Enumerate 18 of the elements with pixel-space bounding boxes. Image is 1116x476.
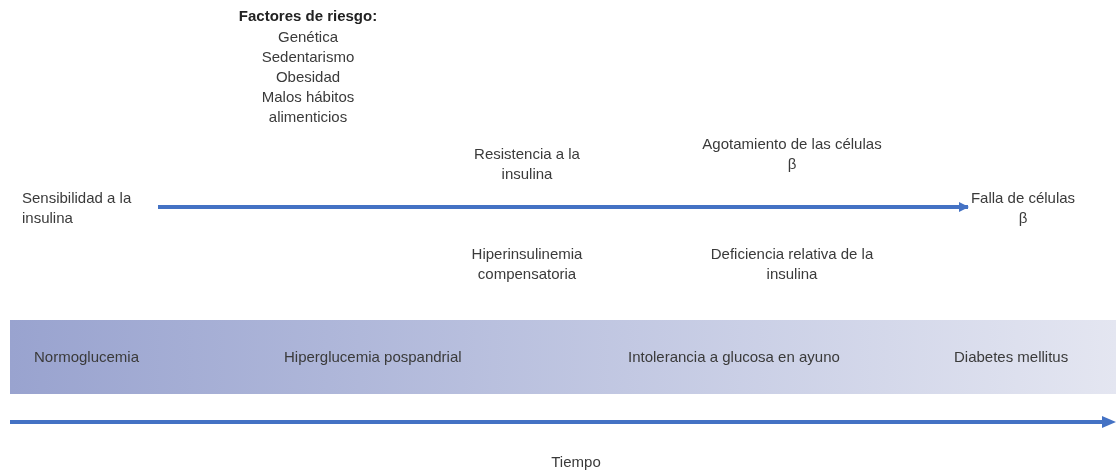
text-label: Malos hábitos alimenticios [260, 87, 356, 127]
heading-label: Factores de riesgo: [237, 6, 379, 26]
text-label: Genética [276, 27, 339, 47]
text-label: Resistencia a la insulina [473, 144, 581, 184]
state-label: Sensibilidad a la insulina [22, 184, 158, 232]
text-label: Hiperinsulinemia compensatoria [470, 244, 584, 284]
stage-label: Intolerancia a glucosa en ayuno [628, 347, 840, 367]
text-label: Tiempo [550, 452, 602, 472]
text-label: Agotamiento de las células β [701, 134, 883, 174]
stage-band [10, 320, 1116, 394]
text-label: Sedentarismo [260, 47, 356, 67]
arrow [158, 202, 969, 212]
stage-label: Normoglucemia [34, 347, 140, 367]
state-label: Falla de células β [968, 184, 1078, 232]
stage-label: Diabetes mellitus [954, 347, 1069, 367]
stage-label: Hiperglucemia pospandrial [284, 347, 462, 367]
text-label: Obesidad [274, 67, 342, 87]
text-label: Deficiencia relativa de la insulina [709, 244, 875, 284]
